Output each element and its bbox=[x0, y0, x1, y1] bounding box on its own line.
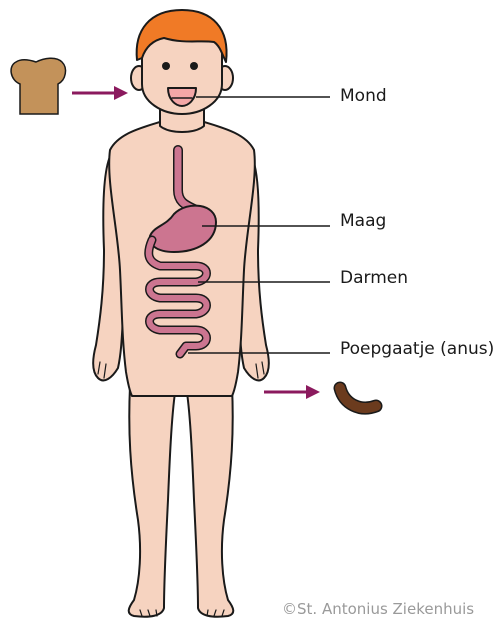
label-intestines: Darmen bbox=[340, 268, 408, 288]
right-eye bbox=[190, 62, 198, 70]
label-mouth: Mond bbox=[340, 86, 387, 106]
left-leg bbox=[129, 386, 176, 617]
arrow-in-icon bbox=[72, 86, 128, 100]
arrow-out-icon bbox=[264, 385, 320, 399]
label-anus: Poepgaatje (anus) bbox=[340, 339, 494, 359]
bread-icon bbox=[11, 58, 65, 114]
right-leg bbox=[186, 386, 233, 617]
stool-icon bbox=[340, 388, 376, 408]
copyright-credit: ©St. Antonius Ziekenhuis bbox=[282, 600, 474, 618]
label-stomach: Maag bbox=[340, 211, 386, 231]
left-eye bbox=[162, 62, 170, 70]
